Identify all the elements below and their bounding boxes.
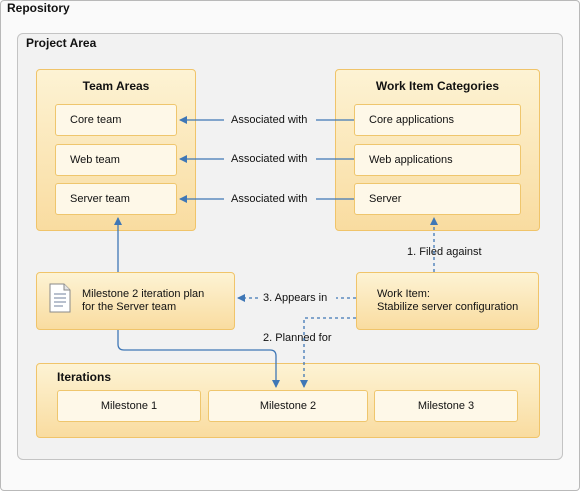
- iteration-milestone-1: Milestone 1: [57, 390, 201, 422]
- team-server: Server team: [55, 183, 177, 215]
- iteration-plan-line1: Milestone 2 iteration plan: [82, 288, 205, 300]
- association-label-web: Associated with: [231, 153, 308, 165]
- category-core-applications: Core applications: [354, 104, 521, 136]
- planned-for-label: 2. Planned for: [263, 332, 332, 344]
- project-area-title: Project Area: [26, 36, 97, 50]
- work-item-line1: Work Item:: [377, 288, 430, 300]
- iteration-milestone-3: Milestone 3: [374, 390, 518, 422]
- work-item-label: Work Item: Stabilize server configuratio…: [377, 288, 518, 314]
- iteration-plan-label: Milestone 2 iteration plan for the Serve…: [82, 288, 204, 314]
- document-icon: [49, 283, 71, 313]
- team-web: Web team: [55, 144, 177, 176]
- team-core: Core team: [55, 104, 177, 136]
- iteration-milestone-2: Milestone 2: [208, 390, 368, 422]
- iterations-title: Iterations: [57, 370, 112, 384]
- appears-in-label: 3. Appears in: [263, 292, 328, 304]
- work-item-line2: Stabilize server configuration: [377, 301, 519, 313]
- planned-for-arrow: [300, 317, 356, 388]
- work-item-categories-title: Work Item Categories: [375, 79, 500, 93]
- iteration-plan-line2: for the Server team: [82, 301, 177, 313]
- work-item-box: [356, 272, 539, 330]
- repository-title: Repository: [7, 1, 70, 15]
- association-label-server: Associated with: [231, 193, 308, 205]
- plan-to-milestone-arrow: [117, 330, 280, 388]
- filed-against-label: 1. Filed against: [407, 246, 482, 258]
- category-web-applications: Web applications: [354, 144, 521, 176]
- association-label-core: Associated with: [231, 114, 308, 126]
- team-areas-title: Team Areas: [82, 79, 150, 93]
- category-server: Server: [354, 183, 521, 215]
